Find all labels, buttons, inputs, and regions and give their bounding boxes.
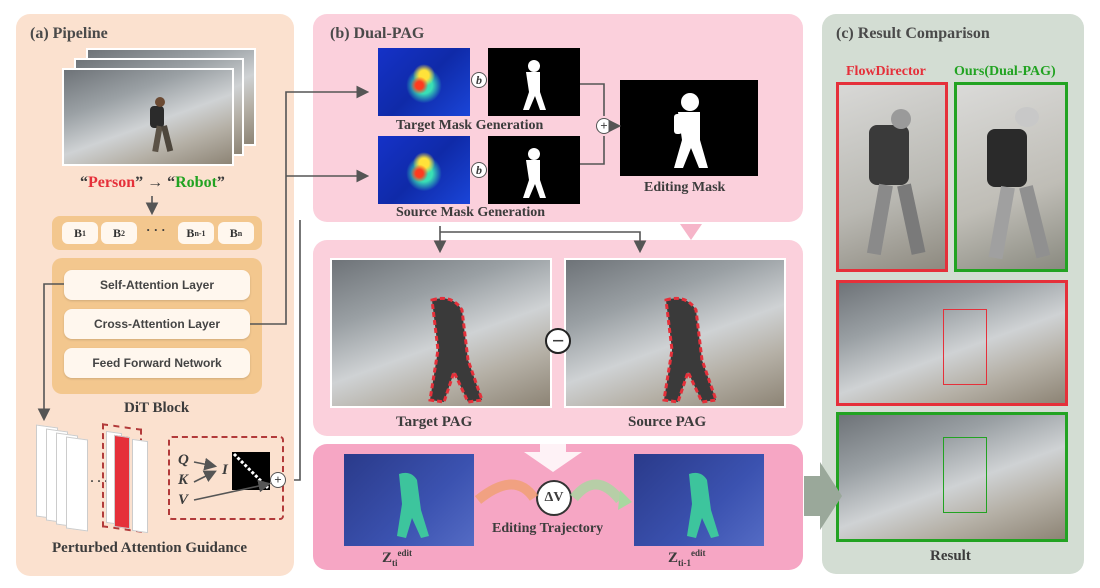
prompt-source-word: Person bbox=[88, 174, 136, 191]
self-attention-layer: Self-Attention Layer bbox=[64, 270, 250, 300]
pag-minus-icon: − bbox=[545, 328, 571, 354]
editing-mask-label: Editing Mask bbox=[644, 180, 726, 195]
source-pag-image bbox=[564, 258, 786, 408]
editing-mask bbox=[620, 80, 758, 176]
input-frame bbox=[62, 68, 234, 166]
flowdirector-result bbox=[836, 280, 1068, 406]
edit-prompt: “Person” → “Robot” bbox=[80, 174, 225, 192]
ours-result bbox=[836, 412, 1068, 542]
attention-maps: · · · bbox=[36, 423, 156, 534]
ours-crop bbox=[954, 82, 1068, 272]
hiker-figure bbox=[150, 97, 174, 153]
ours-highlight-box bbox=[943, 437, 987, 513]
dual-pag-title: (b) Dual-PAG bbox=[330, 25, 425, 42]
cross-attention-layer: Cross-Attention Layer bbox=[64, 309, 250, 339]
v-symbol: V bbox=[178, 492, 189, 508]
q-symbol: Q bbox=[178, 452, 189, 468]
z-ti-1-label: Zti-1edit bbox=[668, 548, 706, 568]
source-binary-mask bbox=[488, 136, 580, 204]
block-ellipsis: · · · bbox=[146, 222, 166, 237]
source-mask-label: Source Mask Generation bbox=[396, 205, 546, 220]
z-ti-1-latent bbox=[634, 454, 764, 546]
target-mask-label: Target Mask Generation bbox=[396, 118, 544, 133]
pipeline-title: (a) Pipeline bbox=[30, 25, 108, 42]
prompt-target-word: Robot bbox=[175, 174, 217, 191]
target-pag-image bbox=[330, 258, 552, 408]
feed-forward-network: Feed Forward Network bbox=[64, 348, 250, 378]
source-binarize-icon: b bbox=[471, 162, 487, 178]
k-symbol: K bbox=[178, 472, 189, 488]
i-symbol: I bbox=[222, 462, 228, 478]
target-binary-mask bbox=[488, 48, 580, 116]
dit-block-label: DiT Block bbox=[124, 400, 190, 416]
result-title: (c) Result Comparison bbox=[836, 25, 990, 42]
z-ti-label: Ztiedit bbox=[382, 548, 413, 568]
prompt-arrow: ” → “ bbox=[135, 174, 176, 191]
target-binarize-icon: b bbox=[471, 72, 487, 88]
pag-label: Perturbed Attention Guidance bbox=[52, 540, 247, 556]
map-ellipsis: · · · bbox=[90, 474, 109, 488]
source-attention-heatmap bbox=[378, 136, 470, 204]
z-ti-latent bbox=[344, 454, 474, 546]
delta-v-badge: ΔV bbox=[536, 480, 572, 516]
flowdirector-label: FlowDirector bbox=[846, 64, 926, 79]
flowdirector-crop bbox=[836, 82, 948, 272]
trajectory-label: Editing Trajectory bbox=[492, 521, 604, 536]
result-label: Result bbox=[930, 548, 971, 564]
source-pag-label: Source PAG bbox=[628, 414, 707, 430]
flowdirector-highlight-box bbox=[943, 309, 987, 385]
prompt-close-quote: ” bbox=[216, 174, 225, 191]
prompt-open-quote: “ bbox=[80, 174, 88, 191]
target-pag-label: Target PAG bbox=[396, 414, 473, 430]
target-attention-heatmap bbox=[378, 48, 470, 116]
ours-label: Ours(Dual-PAG) bbox=[954, 64, 1056, 79]
